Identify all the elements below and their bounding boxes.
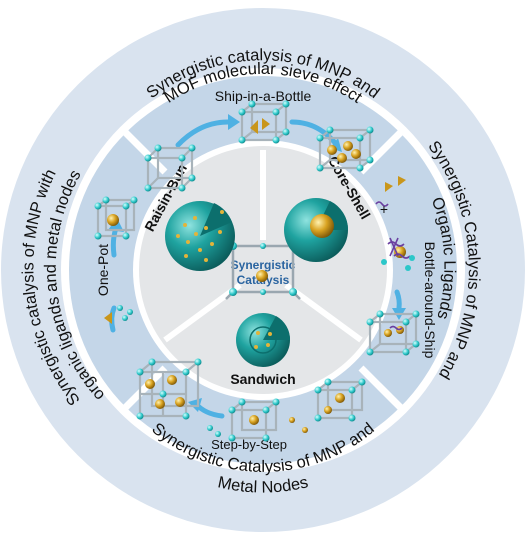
framework-nodes: [94, 100, 420, 442]
center-dividers: [163, 150, 363, 343]
center-label-1: Synergistic: [231, 258, 296, 272]
one-pot-label: One-Pot: [95, 244, 111, 296]
precursor-triangles: [104, 118, 406, 324]
raisin-bun-sphere: [165, 201, 235, 271]
arrow-bottle-down: [394, 289, 402, 311]
arrow-ship-to-core: [289, 119, 339, 147]
sandwich-label: Sandwich: [230, 371, 295, 387]
plus-sign: +: [380, 201, 388, 217]
ligand-dots: [381, 255, 415, 271]
arrow-onepot-lower: [109, 305, 117, 333]
bottle-around-ship-label: Bottle-around-Ship: [422, 242, 438, 359]
arrow-onepot-up: [110, 225, 119, 258]
center-gold-particle: [256, 270, 268, 282]
sandwich-sphere: [236, 313, 291, 367]
core-shell-sphere: [284, 198, 349, 262]
framework-left: [96, 198, 136, 238]
organic-ligands: [375, 201, 411, 331]
ring-bottom-label-2: Metal Nodes: [216, 473, 310, 496]
framework-bottom-center: [230, 400, 278, 440]
ship-in-bottle-label: Ship-in-a-Bottle: [215, 88, 312, 104]
step-by-step-label: Step-by-Step: [211, 437, 287, 452]
arrow-raisin-to-ship: [175, 119, 231, 148]
